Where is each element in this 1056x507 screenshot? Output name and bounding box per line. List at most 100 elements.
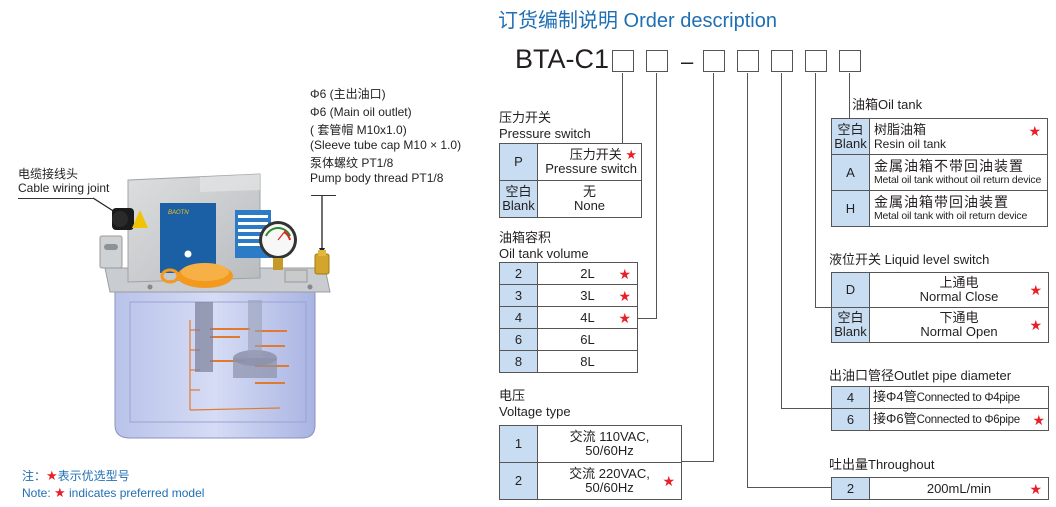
value-text: 8L: [580, 353, 595, 369]
code-cell: 空白 Blank: [499, 180, 538, 218]
table-row: 1 交流 110VAC, 50/60Hz: [499, 425, 682, 463]
value-cell: 金属油箱不带回油装置 Metal oil tank without oil re…: [869, 154, 1048, 191]
connector-line: [713, 73, 715, 462]
code-slot-tank-volume: [646, 50, 668, 72]
preferred-star-icon: ★: [625, 147, 637, 162]
section-title-tank-volume-en: Oil tank volume: [499, 246, 589, 261]
connector-line: [815, 307, 831, 309]
code-cell: 4: [831, 386, 870, 409]
code-slot-pressure-switch: [612, 50, 634, 72]
code-slot-throughout: [737, 50, 759, 72]
value-zh: 树脂油箱: [874, 121, 927, 137]
model-prefix: BTA-C1: [515, 44, 610, 74]
code-zh: 空白: [505, 184, 532, 199]
value-cell: 8L: [537, 350, 638, 373]
table-row: 空白 Blank 无 None: [499, 180, 642, 218]
value-line2: 50/60Hz: [585, 480, 634, 495]
value-en: Metal oil tank with oil return device: [874, 209, 1028, 222]
liquid-level-table: D 上通电 Normal Close ★ 空白 Blank 下通电 Normal…: [831, 272, 1049, 343]
table-row: H 金属油箱带回油装置 Metal oil tank with oil retu…: [831, 190, 1048, 227]
table-row: 3 3L★: [499, 284, 638, 307]
value-text: 2L: [580, 265, 595, 281]
code-slot-outlet-pipe: [771, 50, 793, 72]
callout-oil-outlet: Φ6 (主出油口) Φ6 (Main oil outlet) ( 套管帽 M10…: [310, 85, 461, 187]
value-cell: 上通电 Normal Close ★: [869, 272, 1049, 308]
preferred-star-icon: ★: [618, 265, 631, 282]
oil-tank-table: 空白 Blank 树脂油箱 Resin oil tank ★ A 金属油箱不带回…: [831, 118, 1048, 227]
table-row: A 金属油箱不带回油装置 Metal oil tank without oil …: [831, 154, 1048, 191]
note-en-prefix: Note:: [22, 486, 55, 500]
preferred-star-icon: ★: [1029, 282, 1042, 298]
callout-line: Φ6 (Main oil outlet): [310, 105, 412, 119]
callout-line: ( 套管帽 M10x1.0): [310, 123, 407, 137]
page-title: 订货编制说明 Order description: [498, 10, 777, 32]
value-line2: 50/60Hz: [585, 443, 634, 458]
leader-line: [311, 195, 336, 197]
code-zh: 空白: [837, 310, 864, 325]
preferred-star-icon: ★: [662, 473, 675, 489]
value-zh: 接Φ4管: [873, 389, 917, 404]
code-zh: 空白: [837, 121, 864, 137]
throughout-table: 2 200mL/min ★: [831, 477, 1049, 500]
callout-line: (Sleeve tube cap M10 × 1.0): [310, 138, 462, 152]
preferred-star-icon: ★: [618, 287, 631, 304]
callout-line: Φ6 (主出油口): [310, 87, 386, 101]
code-en: Blank: [502, 198, 535, 213]
value-en: None: [573, 198, 606, 213]
preferred-star-icon: ★: [1029, 480, 1042, 497]
value-cell: 交流 110VAC, 50/60Hz: [537, 425, 682, 463]
table-row: 空白 Blank 树脂油箱 Resin oil tank ★: [831, 118, 1048, 155]
section-title-throughout: 吐出量Throughout: [829, 457, 935, 472]
value-zh: 金属油箱不带回油装置: [874, 157, 1024, 174]
value-zh: 压力开关: [569, 147, 622, 162]
code-cell: 1: [499, 425, 538, 463]
model-separator: –: [681, 49, 694, 74]
value-zh: 上通电: [939, 275, 979, 290]
connector-line: [747, 73, 749, 487]
code-cell: 2: [831, 477, 870, 500]
preferred-star-icon: ★: [54, 485, 66, 500]
value-text: 200mL/min: [926, 480, 992, 496]
connector-line: [815, 73, 817, 307]
value-zh: 无: [582, 184, 596, 199]
callout-line: 泵体螺纹 PT1/8: [310, 156, 394, 170]
code-cell: 2: [499, 262, 538, 285]
value-cell: 3L ★: [537, 284, 638, 307]
preferred-star-icon: ★: [1029, 317, 1042, 333]
connector-line: [622, 73, 624, 143]
value-cell: 金属油箱带回油装置 Metal oil tank with oil return…: [869, 190, 1048, 227]
value-en: Resin oil tank: [874, 136, 947, 151]
section-title-pressure-switch-zh: 压力开关: [499, 110, 552, 125]
value-cell: 接Φ6管Connected to Φ6pipe ★: [869, 408, 1049, 431]
code-en: Blank: [834, 324, 867, 339]
value-en: Metal oil tank without oil return device: [874, 173, 1042, 186]
value-cell: 下通电 Normal Open ★: [869, 307, 1049, 343]
callout-line: Pump body thread PT1/8: [310, 171, 444, 185]
code-cell: 6: [499, 328, 538, 351]
pressure-switch-table: P 压力开关 ★ Pressure switch 空白 Blank 无 None: [499, 143, 642, 218]
section-title-pressure-switch-en: Pressure switch: [499, 126, 591, 141]
value-line1: 交流 110VAC,: [569, 429, 650, 444]
value-cell: 压力开关 ★ Pressure switch: [537, 143, 642, 181]
table-row: 2 交流 220VAC, 50/60Hz ★: [499, 462, 682, 500]
value-cell: 交流 220VAC, 50/60Hz ★: [537, 462, 682, 500]
brand-label: BAOTN: [168, 210, 189, 216]
connector-line: [656, 73, 658, 319]
table-row: P 压力开关 ★ Pressure switch: [499, 143, 642, 181]
callout-cable-en: Cable wiring joint: [18, 181, 110, 195]
code-slot-voltage: [703, 50, 725, 72]
value-line1: 交流 220VAC,: [569, 466, 650, 481]
value-text: 4L: [580, 309, 595, 325]
code-cell: 8: [499, 350, 538, 373]
code-slot-oil-tank: [839, 50, 861, 72]
code-en: Blank: [834, 135, 867, 151]
voltage-table: 1 交流 110VAC, 50/60Hz 2 交流 220VAC, 50/60H…: [499, 425, 682, 500]
note-en: Note: ★ indicates preferred model: [22, 485, 204, 501]
value-text: 3L: [580, 287, 595, 303]
table-row: D 上通电 Normal Close ★: [831, 272, 1049, 308]
code-cell: D: [831, 272, 870, 308]
value-text: 6L: [580, 331, 595, 347]
section-title-oil-tank: 油箱Oil tank: [852, 97, 923, 112]
table-row: 6 接Φ6管Connected to Φ6pipe ★: [831, 408, 1049, 431]
code-cell: H: [831, 190, 870, 227]
